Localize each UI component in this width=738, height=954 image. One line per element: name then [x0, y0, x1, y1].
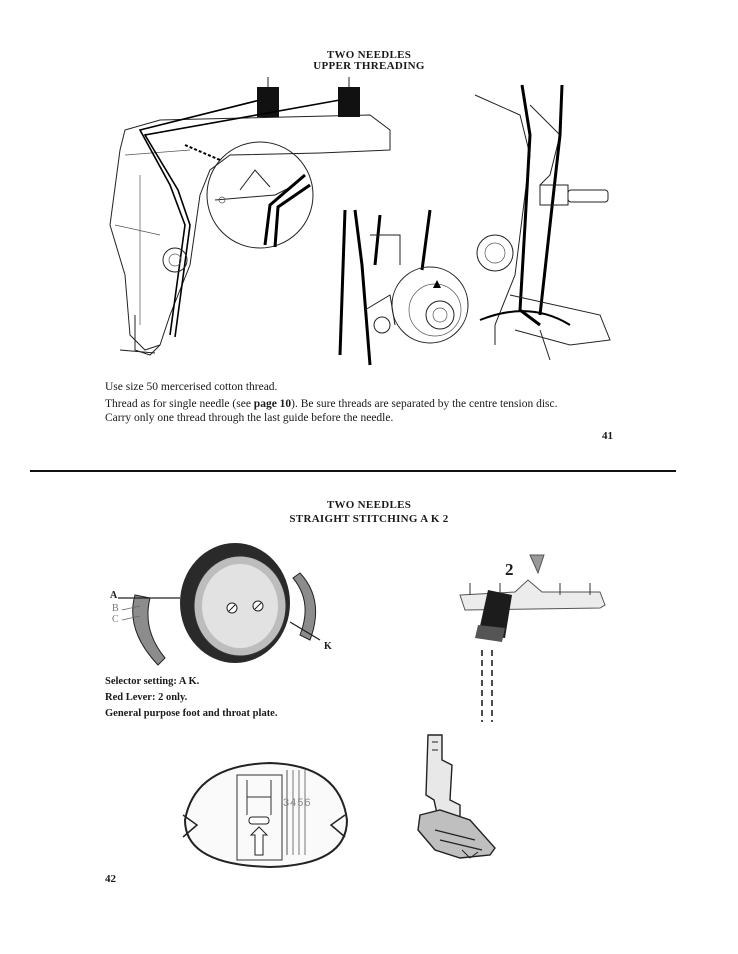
lower-page-number: 42 [105, 873, 116, 885]
sewing-machine-threading-illustration [109, 77, 611, 366]
settings-line1: Selector setting: A K. [105, 676, 200, 687]
red-lever-illustration [459, 554, 606, 722]
upper-text-page-ref: page 10 [253, 398, 292, 410]
upper-text-line2: Thread as for single needle (see page 10… [105, 397, 557, 412]
upper-text-line2-part-c: ). Be sure threads are separated by the … [291, 398, 558, 410]
upper-text-line1: Use size 50 mercerised cotton thread. [105, 381, 278, 393]
selector-dial-illustration [118, 543, 321, 666]
selector-label-c: C [112, 614, 119, 625]
settings-line3: General purpose foot and throat plate. [105, 708, 278, 719]
selector-label-b: B [112, 603, 119, 614]
presser-foot-illustration [417, 734, 496, 859]
upper-text-line2-part-a: Thread as for single needle (see [105, 398, 254, 410]
upper-title-line1: TWO NEEDLES [326, 49, 412, 61]
page-divider [30, 470, 676, 472]
lower-title-line1: TWO NEEDLES [326, 499, 412, 511]
upper-text-line3: Carry only one thread through the last g… [105, 412, 394, 424]
upper-title-line2: UPPER THREADING [313, 60, 425, 72]
upper-page-number: 41 [602, 430, 613, 442]
selector-label-a: A [110, 590, 118, 601]
selector-label-k: K [324, 641, 332, 652]
throat-plate-illustration [182, 761, 349, 869]
throat-plate-numbers: 3456 [283, 797, 312, 809]
lever-number: 2 [505, 560, 514, 579]
lower-title-line2: STRAIGHT STITCHING A K 2 [289, 513, 449, 525]
settings-line2: Red Lever: 2 only. [105, 692, 188, 703]
